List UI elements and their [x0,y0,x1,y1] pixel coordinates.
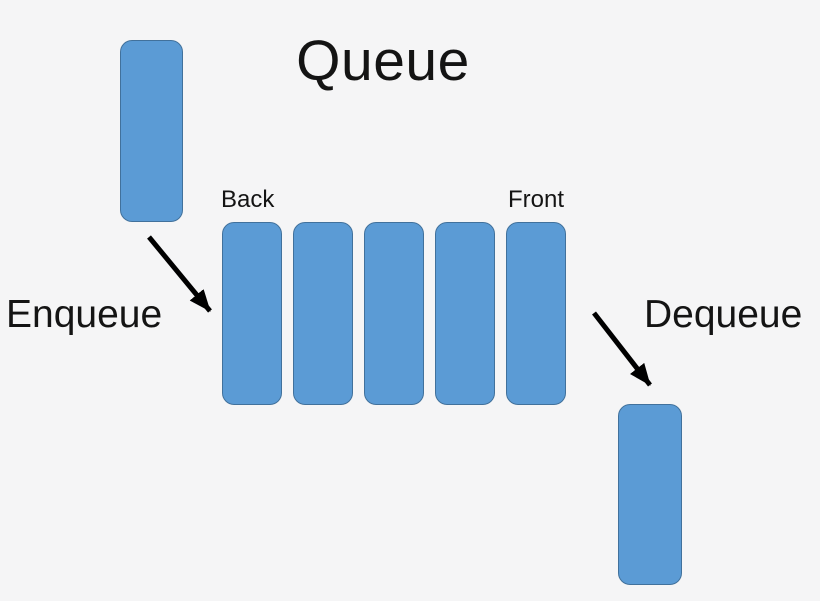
diagram-title: Queue [296,29,470,93]
back-label: Back [221,186,275,213]
enqueue-label: Enqueue [6,293,163,336]
queue-cell [293,222,353,405]
dequeue-label: Dequeue [644,293,803,336]
incoming-queue-item [120,40,183,222]
queue-cell [506,222,566,405]
queue-cell [364,222,424,405]
queue-cells-row [222,222,566,405]
queue-cell [222,222,282,405]
dequeued-queue-item [618,404,682,585]
front-label: Front [508,186,565,213]
dequeue-arrow-icon [592,311,652,387]
queue-cell [435,222,495,405]
